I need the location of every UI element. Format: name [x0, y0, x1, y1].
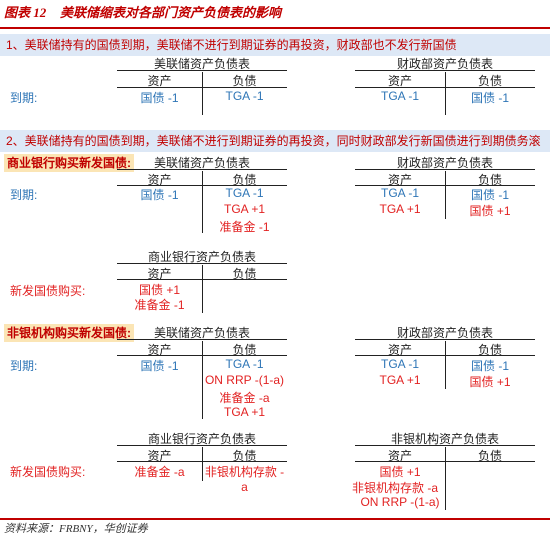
asset-entry: 国债 -1	[140, 359, 179, 373]
row-label-maturity: 到期:	[10, 188, 38, 202]
liability-entry: 准备金 -1	[219, 220, 270, 234]
assets-header: 资产	[147, 267, 172, 281]
row-label-maturity: 到期:	[10, 91, 38, 105]
table-title: 非银机构资产负债表	[390, 432, 499, 446]
liability-entry: TGA -1	[225, 186, 264, 200]
assets-header: 资产	[387, 74, 412, 88]
table-title: 美联储资产负债表	[153, 326, 250, 340]
row-label-new-issue: 新发国债购买:	[10, 465, 86, 479]
asset-entry: 非银机构存款 -a	[351, 481, 438, 495]
liability-entry: TGA +1	[223, 202, 266, 216]
asset-entry: 国债 +1	[379, 465, 421, 479]
liability-entry: 国债 +1	[469, 204, 511, 218]
assets-header: 资产	[147, 343, 172, 357]
liability-entry: TGA -1	[225, 357, 264, 371]
asset-entry: 准备金 -1	[134, 298, 185, 312]
assets-header: 资产	[387, 449, 412, 463]
table-title: 财政部资产负债表	[396, 326, 493, 340]
figure-heading: 美联储缩表对各部门资产负债表的影响	[60, 5, 282, 20]
table-title: 商业银行资产负债表	[147, 250, 256, 264]
asset-entry: TGA +1	[379, 373, 421, 387]
liability-entry: 国债 +1	[469, 375, 511, 389]
liabilities-header: 负债	[232, 173, 257, 187]
table-title: 财政部资产负债表	[396, 156, 493, 170]
liabilities-header: 负债	[477, 343, 502, 357]
liabilities-header: 负债	[477, 74, 502, 88]
assets-header: 资产	[147, 74, 172, 88]
liabilities-header: 负债	[477, 173, 502, 187]
asset-entry: TGA -1	[380, 357, 419, 371]
section-1-heading: 1、美联储持有的国债到期，美联储不进行到期证券的再投资，财政部也不发行新国债	[0, 34, 550, 56]
row-label-new-issue: 新发国债购买:	[10, 284, 86, 298]
asset-entry: 国债 -1	[140, 91, 179, 105]
asset-entry: ON RRP -(1-a)	[360, 495, 440, 509]
table-title: 美联储资产负债表	[153, 57, 250, 71]
liabilities-header: 负债	[232, 74, 257, 88]
case-label-nonbank: 非银机构购买新发国债:	[4, 324, 134, 342]
source-note: 资料来源：FRBNY，华创证券	[0, 518, 550, 540]
liabilities-header: 负债	[477, 449, 502, 463]
liability-entry: TGA -1	[225, 89, 264, 103]
figure-title: 图表 12 美联储缩表对各部门资产负债表的影响	[0, 0, 550, 29]
liabilities-header: 负债	[232, 267, 257, 281]
liability-entry: 国债 -1	[470, 188, 509, 202]
liability-entry: 国债 -1	[470, 91, 509, 105]
asset-entry: TGA -1	[380, 89, 419, 103]
figure-label: 图表 12	[4, 5, 47, 20]
liabilities-header: 负债	[232, 343, 257, 357]
assets-header: 资产	[387, 343, 412, 357]
table-title: 财政部资产负债表	[396, 57, 493, 71]
asset-entry: 国债 +1	[138, 283, 181, 297]
section-2-heading: 2、美联储持有的国债到期，美联储不进行到期证券的再投资，同时财政部发行新国债进行…	[0, 130, 550, 170]
liabilities-header: 负债	[232, 449, 257, 463]
asset-entry: 准备金 -a	[134, 465, 185, 479]
liability-entry: 国债 -1	[470, 359, 509, 373]
liability-entry: TGA +1	[223, 405, 266, 419]
liability-entry: 非银机构存款 -a	[204, 465, 285, 494]
liability-entry: ON RRP -(1-a)	[204, 373, 285, 387]
table-title: 美联储资产负债表	[153, 156, 250, 170]
assets-header: 资产	[147, 449, 172, 463]
row-label-maturity: 到期:	[10, 359, 38, 373]
asset-entry: TGA +1	[379, 202, 421, 216]
case-label-commercial-bank: 商业银行购买新发国债:	[4, 154, 134, 172]
assets-header: 资产	[387, 173, 412, 187]
assets-header: 资产	[147, 173, 172, 187]
table-title: 商业银行资产负债表	[147, 432, 256, 446]
liability-entry: 准备金 -a	[219, 391, 270, 405]
asset-entry: 国债 -1	[140, 188, 179, 202]
asset-entry: TGA -1	[380, 186, 419, 200]
